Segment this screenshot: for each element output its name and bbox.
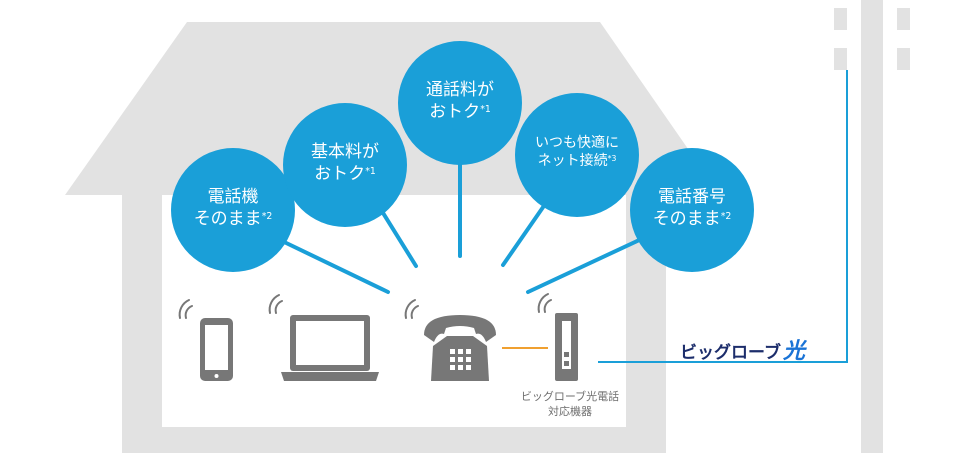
footnote-mark: *2 xyxy=(261,210,273,222)
router-icon xyxy=(555,313,578,381)
bubble-call-fee-text: 通話料が おトク*1 xyxy=(400,79,520,123)
footnote-mark: *2 xyxy=(720,210,732,222)
bubble-call-fee xyxy=(398,41,522,165)
bubble-number-text: 電話番号 そのまま*2 xyxy=(632,186,752,230)
bubble-line2: そのまま xyxy=(652,209,721,230)
router-caption-line1: ビッグローブ光電話 xyxy=(520,390,620,403)
bubble-basic-fee-text: 基本料が おトク*1 xyxy=(285,141,405,185)
bubble-basic-fee xyxy=(283,103,407,227)
bubble-net-text: いつも快適に ネット接続*3 xyxy=(515,134,639,170)
footnote-mark: *3 xyxy=(607,153,617,163)
wireless-signal-icon xyxy=(404,299,419,319)
bubble-line2: おトク xyxy=(429,102,481,123)
connector-lines xyxy=(278,158,652,294)
router-caption-line2: 対応機器 xyxy=(548,405,592,418)
wireless-signal-icon xyxy=(537,293,552,313)
bubble-line1: 通話料が xyxy=(426,80,494,100)
bubble-phone-unit-text: 電話機 そのまま*2 xyxy=(173,186,293,230)
smartphone-icon xyxy=(200,318,233,381)
bubble-line1: いつも快適に xyxy=(535,135,619,151)
bubble-number xyxy=(630,148,754,272)
footnote-mark: *1 xyxy=(365,165,376,177)
bubble-line1: 基本料が xyxy=(311,142,379,162)
bubble-net xyxy=(515,93,639,217)
bubble-line1: 電話機 xyxy=(207,187,259,207)
bubble-phone-unit xyxy=(171,148,295,272)
brand-logo: ビッグローブ光 xyxy=(680,333,805,365)
bubble-line2: おトク xyxy=(314,164,366,185)
telephone-icon xyxy=(424,315,496,381)
bubble-line2: そのまま xyxy=(193,209,262,230)
router-caption: ビッグローブ光電話 対応機器 xyxy=(500,389,640,419)
laptop-icon xyxy=(281,315,379,381)
wireless-signal-icon xyxy=(268,294,283,314)
utility-pole-icon xyxy=(834,0,910,453)
wireless-signal-icon xyxy=(178,299,193,319)
bubbles xyxy=(171,41,754,272)
bubble-line2: ネット接続 xyxy=(537,153,608,170)
brand-accent: 光 xyxy=(782,339,805,364)
brand-text: ビッグローブ xyxy=(680,343,781,363)
bubble-line1: 電話番号 xyxy=(658,187,726,207)
fiber-line xyxy=(598,70,848,363)
footnote-mark: *1 xyxy=(480,103,491,115)
